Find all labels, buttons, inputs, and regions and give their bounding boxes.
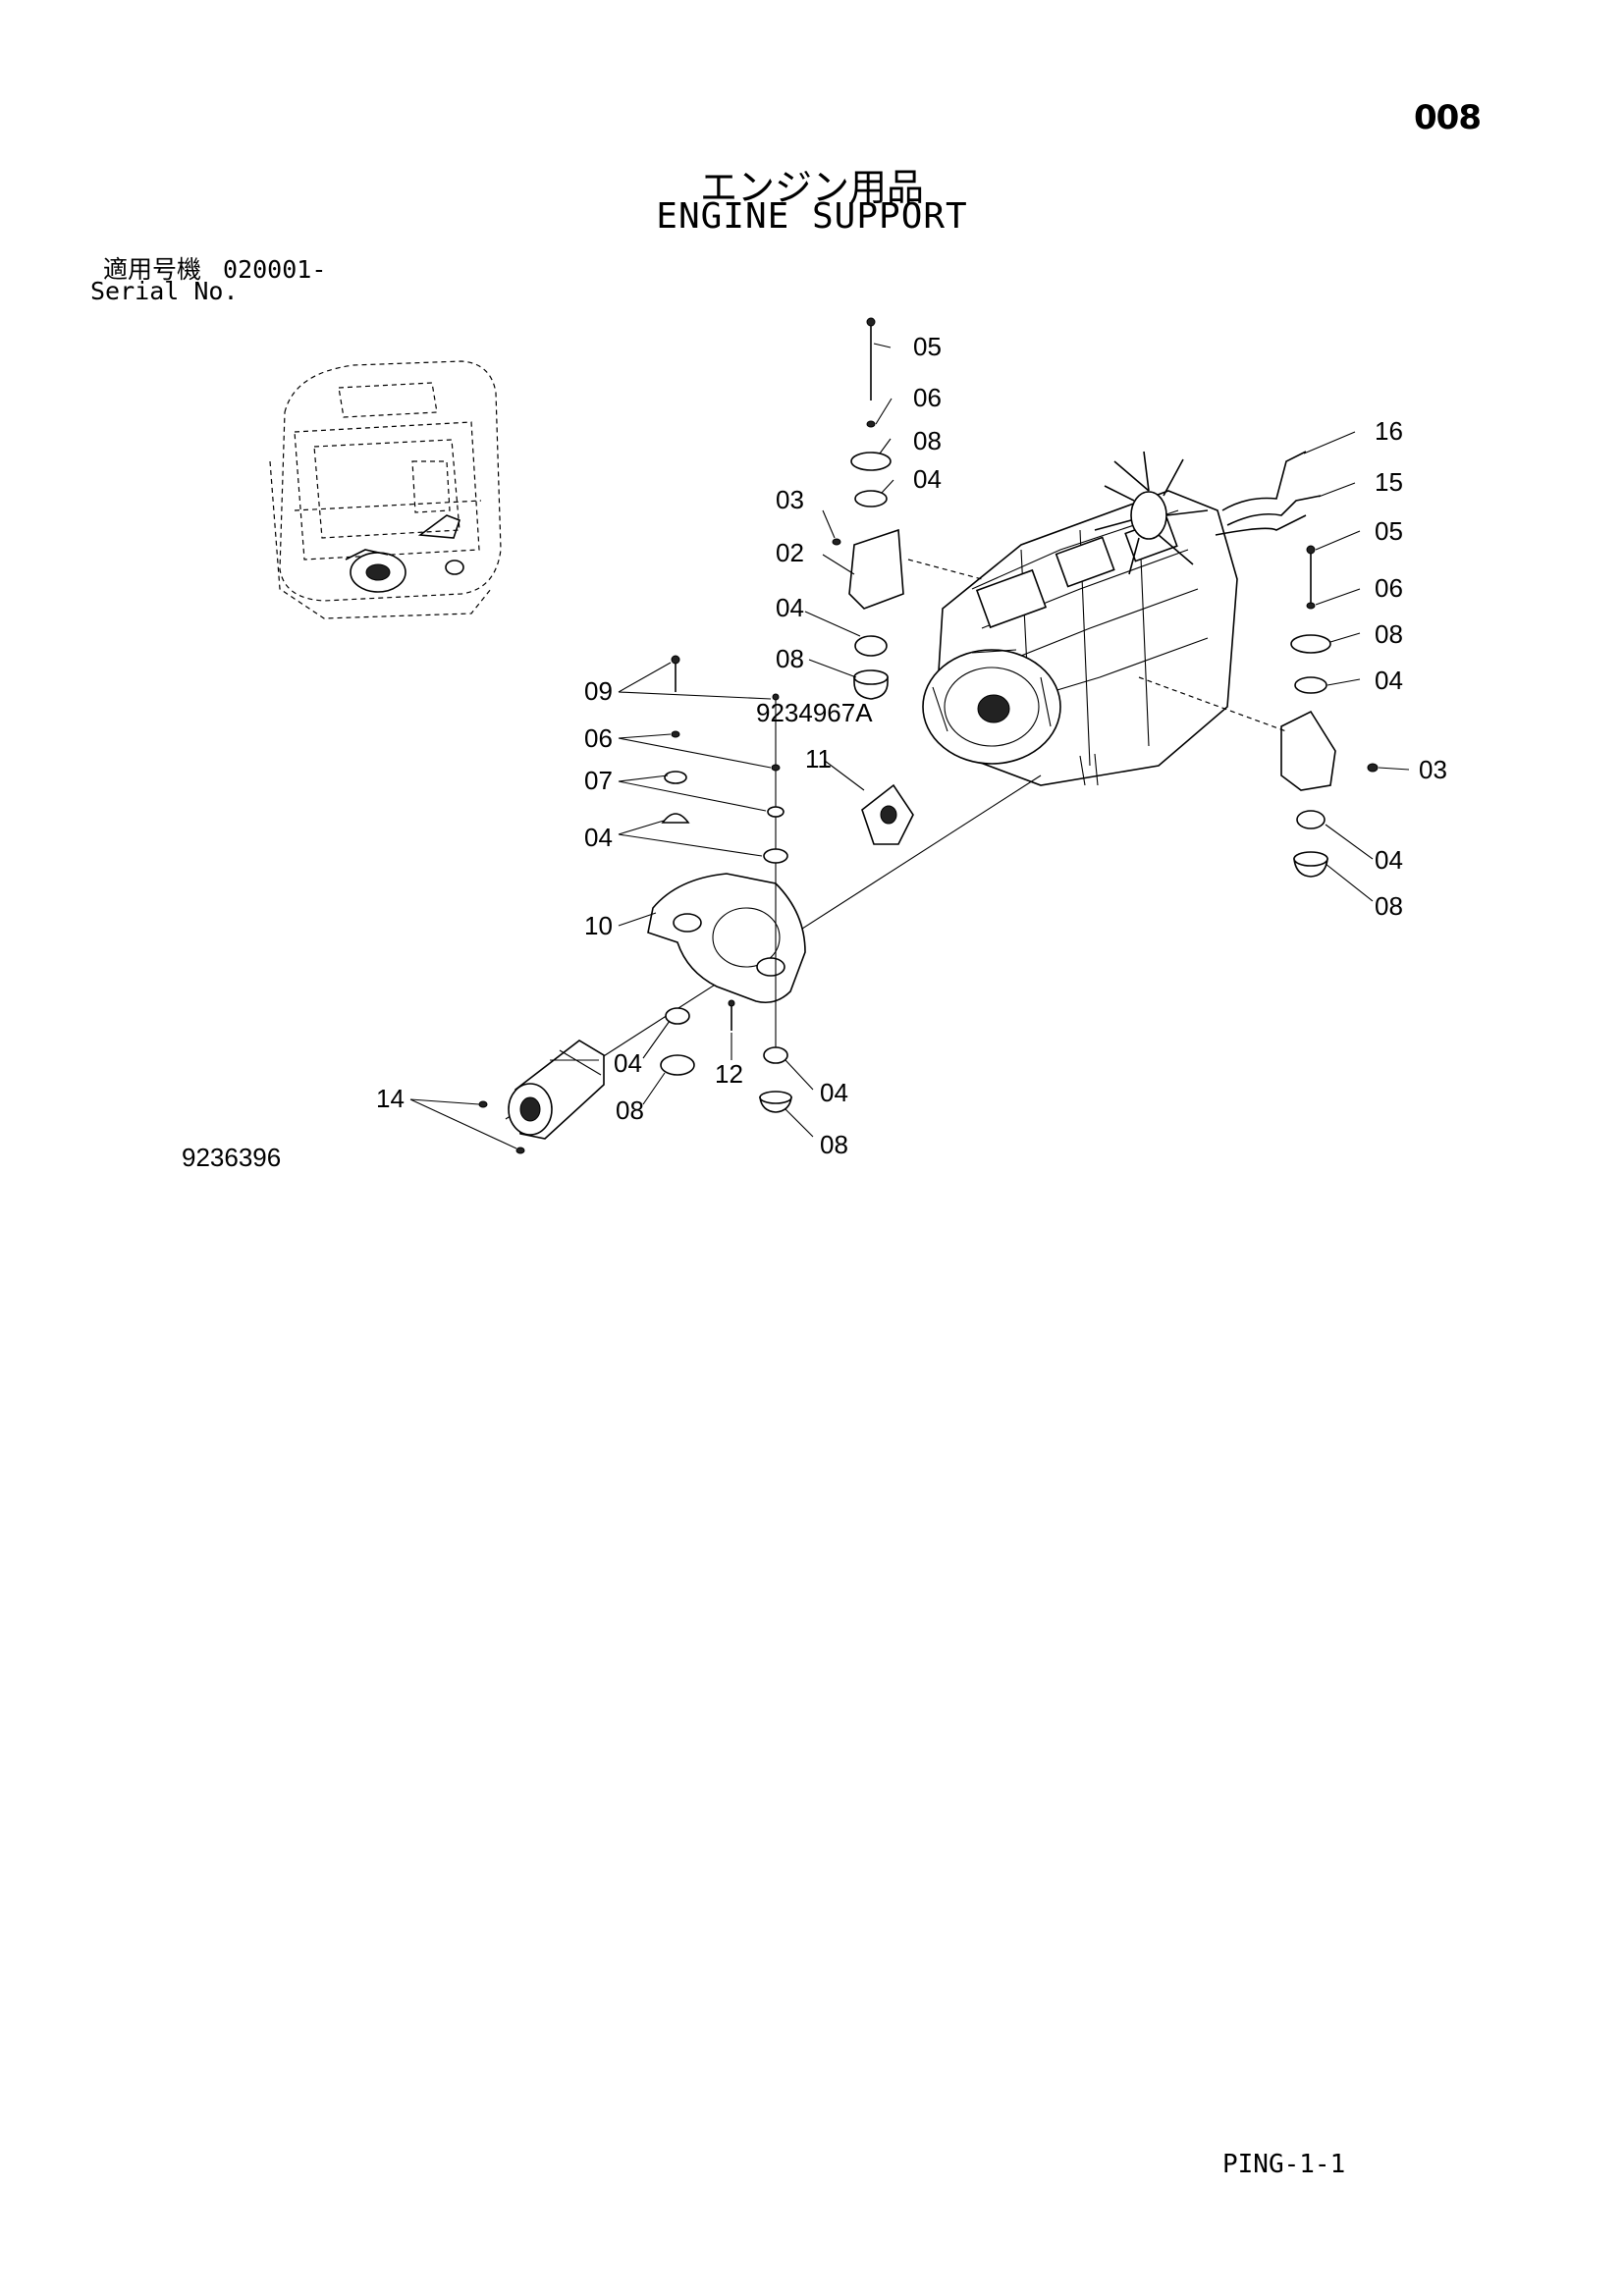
callout-label: 04 [614, 1048, 642, 1078]
page-title-japanese: エンジン用品 [699, 166, 924, 209]
serial-number-value: 020001- [223, 255, 327, 284]
machine-location-inset [269, 360, 502, 619]
serial-label-english: Serial No. [90, 277, 239, 305]
leader-lines [409, 343, 1410, 1149]
callout-label: 08 [1375, 891, 1403, 921]
callout-labels: 05 06 08 04 03 02 04 08 16 15 05 06 08 0… [376, 332, 1447, 1159]
rear-left-mount-stack [661, 655, 792, 1113]
lower-mount-parts [660, 999, 735, 1076]
assembly-drawing-number: 9236396 [182, 1143, 281, 1172]
page-title-english: ENGINE SUPPORT [656, 196, 968, 237]
flywheel-housing-bracket [647, 783, 914, 1004]
callout-label: 06 [584, 723, 613, 753]
serial-row: 適用号機 020001- [103, 250, 326, 286]
page-number: 008 [1414, 98, 1482, 137]
callout-label: 05 [913, 332, 942, 361]
starter-motor [478, 1040, 605, 1154]
callout-label: 04 [776, 593, 804, 622]
callout-label: 06 [1375, 573, 1403, 603]
callout-label: 14 [376, 1084, 405, 1113]
callout-label: 03 [776, 485, 804, 514]
callout-label: 04 [584, 823, 613, 852]
callout-label: 08 [1375, 619, 1403, 649]
callout-label: 16 [1375, 416, 1403, 446]
front-left-mount [832, 317, 983, 700]
rear-right-mount [1138, 545, 1379, 878]
callout-label: 09 [584, 676, 613, 706]
callout-label: 08 [616, 1095, 644, 1125]
callout-label: 04 [820, 1078, 848, 1107]
callout-label: 07 [584, 766, 613, 795]
engine-assembly [922, 451, 1322, 786]
callout-label: 10 [584, 911, 613, 940]
callout-label: 15 [1375, 467, 1403, 497]
callout-label: 04 [1375, 666, 1403, 695]
footer-page-code: PING-1-1 [1222, 2150, 1346, 2179]
callout-label: 06 [913, 383, 942, 412]
callout-label: 02 [776, 538, 804, 567]
callout-label: 04 [1375, 845, 1403, 875]
callout-label: 03 [1419, 755, 1447, 784]
serial-label-japanese: 適用号機 [103, 255, 202, 284]
callout-label: 04 [913, 464, 942, 494]
callout-label: 08 [913, 426, 942, 455]
callout-label: 08 [820, 1130, 848, 1159]
callout-label: 08 [776, 644, 804, 673]
callout-label: 12 [715, 1059, 743, 1089]
cooling-fan [1094, 451, 1209, 575]
callout-label: 11 [805, 744, 832, 774]
callout-label: 05 [1375, 516, 1403, 546]
engine-drawing-number: 9234967A [756, 698, 873, 727]
